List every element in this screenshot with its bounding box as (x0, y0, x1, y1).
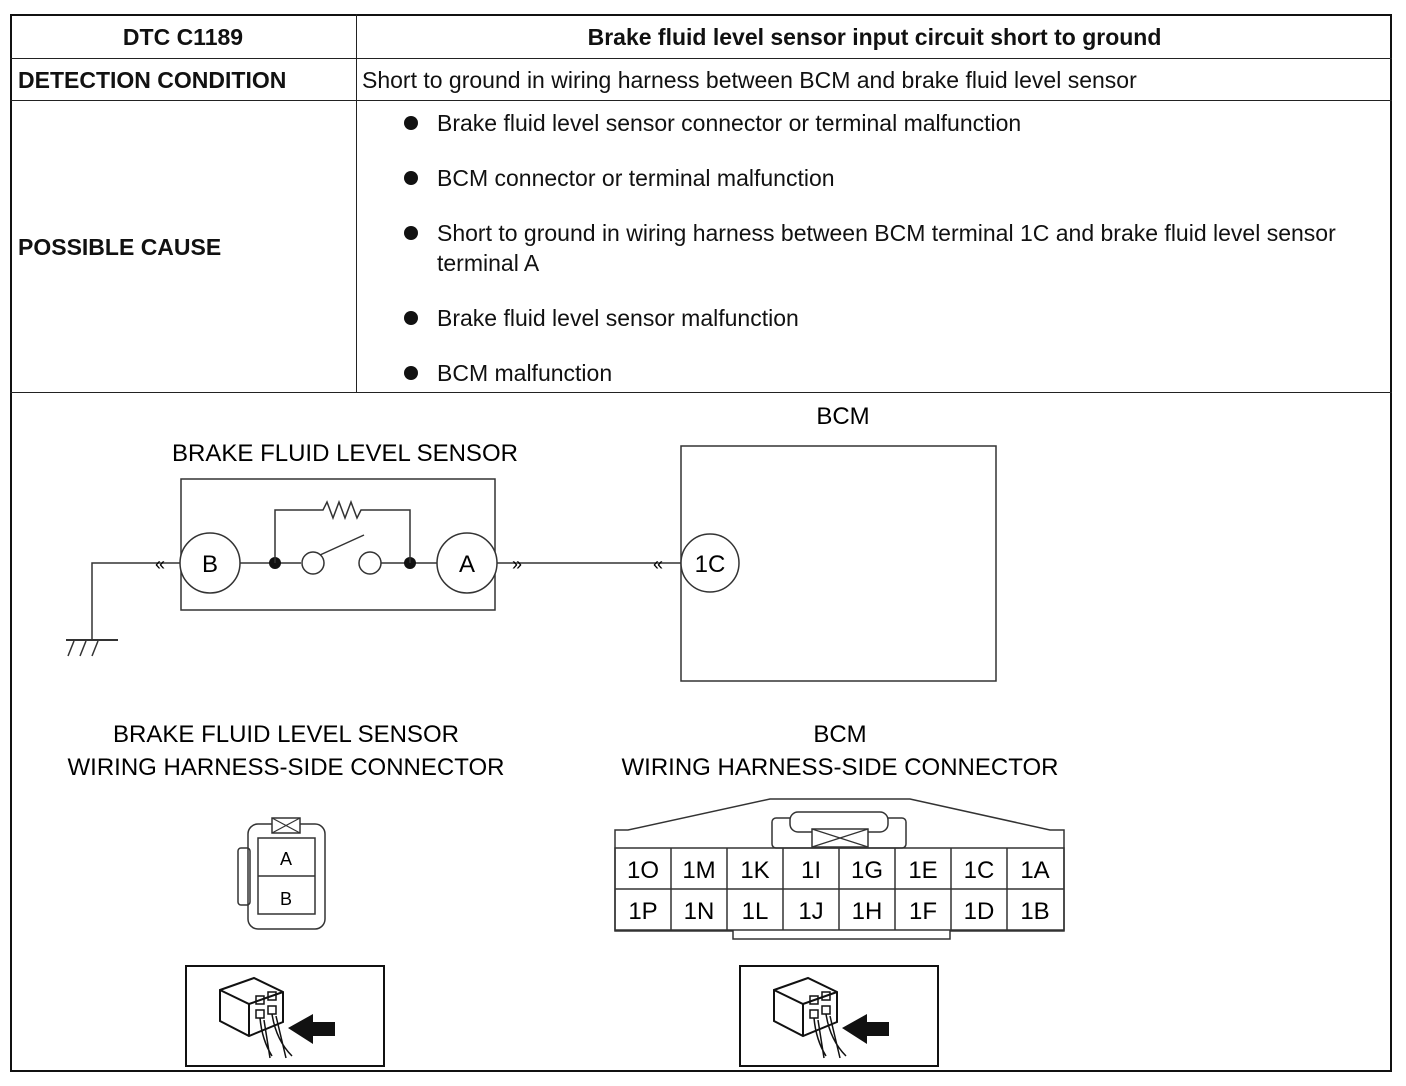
sensor-pin: A (280, 849, 292, 869)
terminal-1c-label: 1C (695, 551, 726, 578)
sensor-box (180, 478, 496, 611)
bcm-pin: 1L (742, 898, 769, 925)
bcm-pin: 1N (684, 898, 715, 925)
connector-harness-side-icon (739, 965, 939, 1067)
connector-mark-icon: « (653, 554, 663, 574)
row-divider (10, 100, 1392, 101)
connector-harness-side-icon (185, 965, 385, 1067)
bullet-icon (404, 226, 418, 240)
switch-contact-icon (301, 551, 325, 575)
possible-cause-label: POSSIBLE CAUSE (18, 234, 222, 260)
switch-contact-icon (358, 551, 382, 575)
bcm-connector-subtitle: WIRING HARNESS-SIDE CONNECTOR (622, 754, 1059, 781)
bcm-pin: 1F (909, 898, 937, 925)
sensor-title: BRAKE FLUID LEVEL SENSOR (172, 440, 518, 467)
column-divider (356, 14, 357, 393)
bcm-pin: 1G (851, 857, 883, 884)
bullet-icon (404, 116, 418, 130)
bcm-pin: 1E (908, 857, 937, 884)
bcm-pin: 1P (628, 898, 657, 925)
bullet-icon (404, 311, 418, 325)
cause-item: Short to ground in wiring harness betwee… (437, 220, 1336, 276)
sensor-connector-title: BRAKE FLUID LEVEL SENSOR (113, 721, 459, 748)
bcm-pin: 1O (627, 857, 659, 884)
detection-condition-label: DETECTION CONDITION (18, 67, 287, 93)
dtc-description: Brake fluid level sensor input circuit s… (587, 24, 1162, 50)
terminal-1c (680, 533, 740, 593)
bcm-connector-title: BCM (813, 721, 866, 748)
bcm-pin: 1K (740, 857, 769, 884)
cause-item: Brake fluid level sensor connector or te… (437, 110, 1022, 136)
terminal-b-label: B (202, 551, 218, 578)
bcm-title: BCM (816, 403, 869, 430)
connector-mark-icon: « (155, 554, 165, 574)
dtc-code: DTC C1189 (122, 24, 244, 50)
bcm-pin: 1H (852, 898, 883, 925)
sensor-pin: B (280, 889, 292, 909)
sensor-connector-subtitle: WIRING HARNESS-SIDE CONNECTOR (68, 754, 505, 781)
bullet-icon (404, 366, 418, 380)
connector-mark-icon: » (512, 554, 522, 574)
bcm-pin: 1C (964, 857, 995, 884)
resistor-icon (274, 499, 411, 563)
detection-condition-text: Short to ground in wiring harness betwee… (362, 67, 1137, 93)
sensor-connector (237, 817, 326, 930)
bcm-pin: 1B (1020, 898, 1049, 925)
ground-icon (66, 639, 118, 657)
cause-item: Brake fluid level sensor malfunction (437, 305, 799, 331)
switch-lever (319, 534, 365, 556)
terminal-a-label: A (459, 551, 475, 578)
dtc-table-frame (10, 14, 1392, 1072)
bcm-pin: 1J (798, 898, 823, 925)
bcm-connector (614, 798, 1065, 940)
row-divider (10, 58, 1392, 59)
cause-item: BCM malfunction (437, 360, 613, 386)
bcm-pin: 1M (682, 857, 715, 884)
cause-item: BCM connector or terminal malfunction (437, 165, 835, 191)
bullet-icon (404, 171, 418, 185)
ground-wire (91, 562, 181, 640)
bcm-pin: 1I (801, 857, 821, 884)
row-divider (10, 392, 1392, 393)
bcm-pin: 1A (1020, 857, 1049, 884)
bcm-pin: 1D (964, 898, 995, 925)
